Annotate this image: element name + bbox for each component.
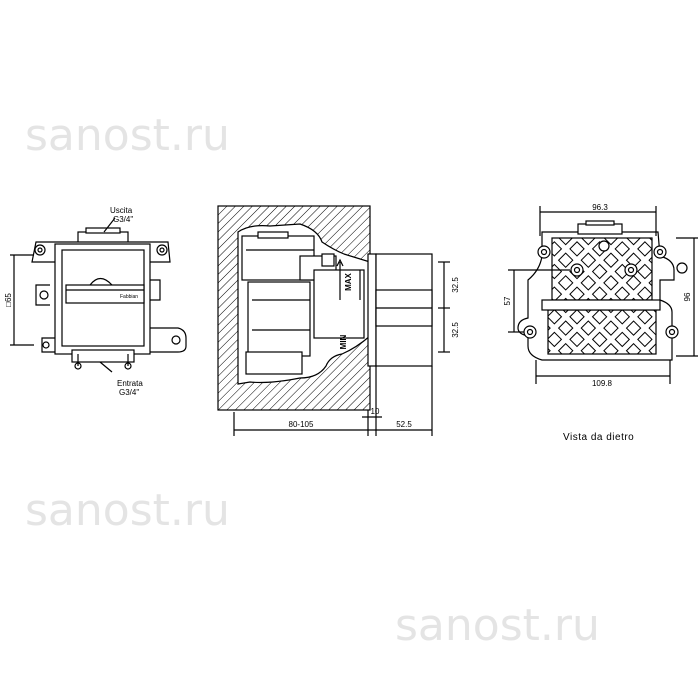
brand-mark: Fabbian — [120, 294, 138, 300]
top-width-dim: 96.3 — [592, 203, 608, 212]
wall-depth-dim: 80-105 — [289, 420, 314, 429]
watermark-top: sanost.ru — [25, 110, 230, 161]
outlet-label: Uscita — [110, 206, 133, 215]
min-label: MIN — [339, 334, 348, 349]
projection-dim: 52.5 — [396, 420, 412, 429]
back-view-caption: Vista da dietro — [563, 432, 634, 443]
max-label: MAX — [344, 272, 353, 290]
front-view — [10, 217, 187, 373]
plate-dim: 10 — [371, 407, 380, 416]
hole-spacing-dim: 57 — [503, 296, 512, 305]
side-view — [217, 205, 450, 436]
outlet-thread: G3/4" — [113, 215, 133, 224]
front-height-dim: □65 — [4, 293, 13, 307]
back-view — [508, 206, 698, 384]
watermark-middle: sanost.ru — [25, 485, 230, 536]
watermark-bottom: sanost.ru — [395, 600, 600, 651]
upper-dim: 32.5 — [451, 277, 460, 293]
lower-dim: 32.5 — [451, 322, 460, 338]
bottom-width-dim: 109.8 — [592, 379, 613, 388]
back-height-dim: 96 — [683, 292, 692, 301]
inlet-thread: G3/4" — [119, 388, 139, 397]
inlet-label: Entrata — [117, 379, 143, 388]
